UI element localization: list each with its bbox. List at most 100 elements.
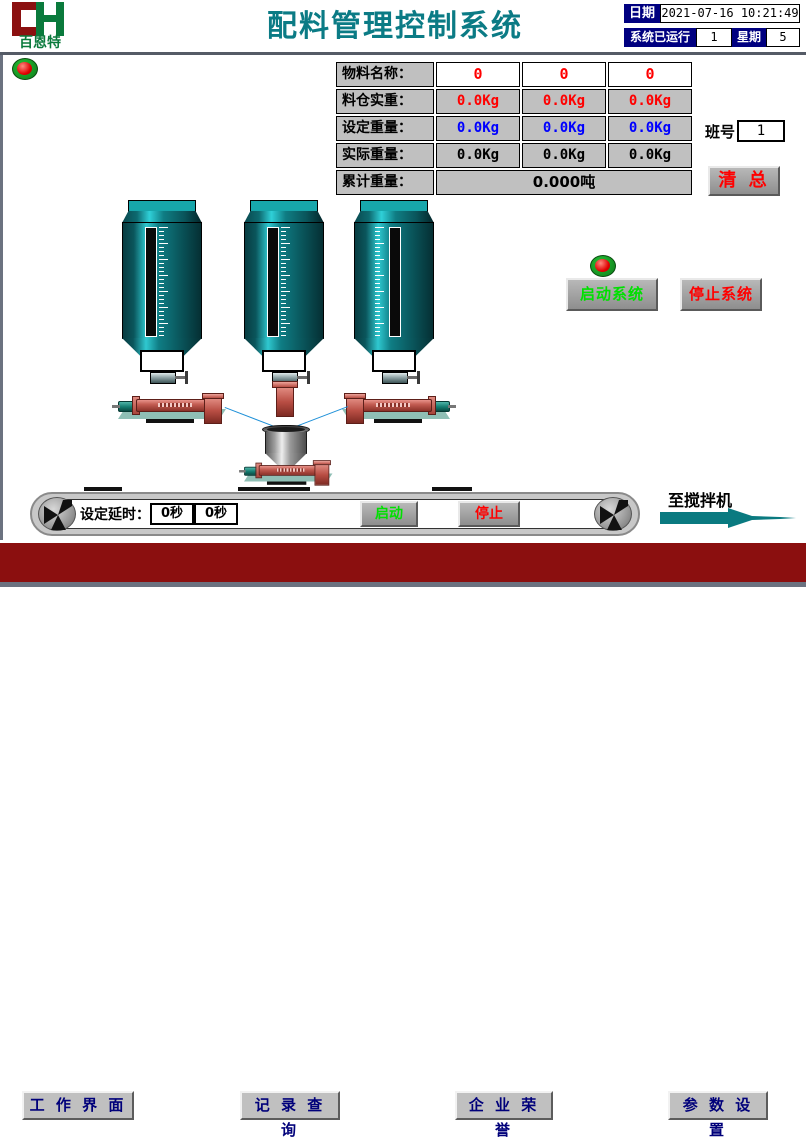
scale-tick — [159, 303, 164, 304]
conveyor-outlet — [346, 398, 364, 424]
silo-bin-2[interactable] — [244, 200, 324, 384]
scale-tick — [159, 239, 164, 240]
valve-handle — [417, 371, 420, 384]
set-weight-bin3[interactable]: 0.0Kg — [608, 116, 692, 141]
status-lamp-icon-left — [12, 58, 38, 80]
belt-start-button[interactable]: 启动 — [360, 501, 418, 527]
scale-tick — [281, 227, 290, 228]
scale-tick — [159, 291, 168, 292]
row-label-actual-weight: 实际重量： — [336, 143, 434, 168]
scale-tick — [281, 275, 290, 276]
scale-tick — [375, 331, 380, 332]
hopper-body — [265, 432, 307, 454]
table-row: 物料名称： 0 0 0 — [336, 62, 700, 87]
scale-tick — [159, 271, 164, 272]
silo-valve-1[interactable] — [146, 370, 188, 388]
silo-scale-ruler — [375, 227, 389, 337]
hopper-inner-rim — [267, 427, 305, 432]
conveyor-outlet — [314, 464, 330, 486]
scale-tick — [375, 243, 384, 244]
delay-input-1[interactable]: 0秒 — [150, 503, 194, 525]
runtime-value: 1 — [696, 28, 732, 47]
actual-weight-bin1: 0.0Kg — [436, 143, 520, 168]
valve-stem — [407, 376, 418, 379]
runtime-row: 系统已运行 1 星期 5 — [624, 28, 800, 47]
set-weight-bin2[interactable]: 0.0Kg — [522, 116, 606, 141]
table-row: 料仓实重： 0.0Kg 0.0Kg 0.0Kg — [336, 89, 700, 114]
screw-conveyor-discharge[interactable] — [239, 452, 336, 486]
screw-conveyor-3[interactable] — [338, 383, 456, 425]
scale-tick — [281, 251, 286, 252]
row-label-bin-actual-load: 料仓实重： — [336, 89, 434, 114]
table-row: 设定重量： 0.0Kg 0.0Kg 0.0Kg — [336, 116, 700, 141]
scale-tick — [281, 247, 286, 248]
page-title: 配料管理控制系统 — [267, 9, 523, 44]
silo-outlet-box — [140, 350, 184, 372]
nav-company-honor-button[interactable]: 企 业 荣 誉 — [455, 1091, 553, 1139]
scale-tick — [281, 263, 286, 264]
scale-tick — [375, 323, 384, 324]
conveyor-screw-flights — [376, 403, 410, 407]
nav-record-query-button[interactable]: 记 录 查 询 — [240, 1091, 340, 1139]
weekday-label: 星期 — [732, 28, 766, 47]
belt-stop-button[interactable]: 停止 — [458, 501, 520, 527]
scale-tick — [159, 263, 164, 264]
valve-handle — [185, 371, 188, 384]
date-value: 2021-07-16 10:21:49 — [660, 4, 800, 23]
scale-tick — [281, 303, 286, 304]
set-weight-bin1[interactable]: 0.0Kg — [436, 116, 520, 141]
to-mixer-label: 至搅拌机 — [668, 491, 733, 510]
scale-tick — [159, 247, 164, 248]
scale-tick — [375, 283, 380, 284]
scale-tick — [375, 315, 380, 316]
scale-tick — [375, 299, 380, 300]
scale-tick — [375, 255, 380, 256]
bottom-navigation-bar: 工 作 界 面 记 录 查 询 企 业 荣 誉 参 数 设 置 — [0, 543, 806, 1139]
header-divider — [0, 52, 806, 55]
valve-stem — [297, 376, 308, 379]
material-data-table: 物料名称： 0 0 0 料仓实重： 0.0Kg 0.0Kg 0.0Kg 设定重量… — [336, 62, 700, 197]
silo-body — [122, 222, 202, 339]
shift-number-group: 班号 1 — [705, 120, 786, 142]
scale-tick — [159, 299, 164, 300]
middle-chute-body — [276, 387, 294, 417]
silo-top-cap — [360, 200, 428, 212]
scale-tick — [159, 251, 164, 252]
scale-tick — [159, 227, 168, 228]
support-bar-left — [84, 487, 122, 491]
conveyor-base-plate — [118, 409, 226, 419]
scale-tick — [375, 263, 380, 264]
material-name-bin3[interactable]: 0 — [608, 62, 692, 87]
scale-tick — [159, 275, 168, 276]
nav-work-interface-button[interactable]: 工 作 界 面 — [22, 1091, 134, 1120]
silo-valve-3[interactable] — [378, 370, 420, 388]
conveyor-pulley-right-icon — [594, 497, 632, 531]
scale-tick — [375, 307, 384, 308]
scale-tick — [281, 335, 286, 336]
scale-tick — [159, 335, 164, 336]
scale-tick — [281, 299, 286, 300]
shift-number-label: 班号 — [705, 122, 736, 141]
material-name-bin2[interactable]: 0 — [522, 62, 606, 87]
silo-top-cap — [128, 200, 196, 212]
scale-tick — [375, 247, 380, 248]
scale-tick — [375, 275, 384, 276]
material-name-bin1[interactable]: 0 — [436, 62, 520, 87]
silo-bin-3[interactable] — [354, 200, 434, 384]
nav-parameter-settings-button[interactable]: 参 数 设 置 — [668, 1091, 768, 1139]
valve-handle — [307, 371, 310, 384]
scale-tick — [159, 319, 164, 320]
clear-total-button[interactable]: 清 总 — [708, 166, 780, 196]
status-lamp-core — [17, 62, 32, 75]
screw-conveyor-1[interactable] — [112, 383, 230, 425]
silo-bin-1[interactable] — [122, 200, 202, 384]
scale-tick — [281, 243, 290, 244]
shift-number-input[interactable]: 1 — [737, 120, 786, 142]
delay-input-2[interactable]: 0秒 — [194, 503, 238, 525]
scale-tick — [375, 327, 380, 328]
start-system-button[interactable]: 启动系统 — [566, 278, 658, 311]
stop-system-button[interactable]: 停止系统 — [680, 278, 762, 311]
bin-load-bin2: 0.0Kg — [522, 89, 606, 114]
date-label: 日期 — [624, 4, 660, 23]
